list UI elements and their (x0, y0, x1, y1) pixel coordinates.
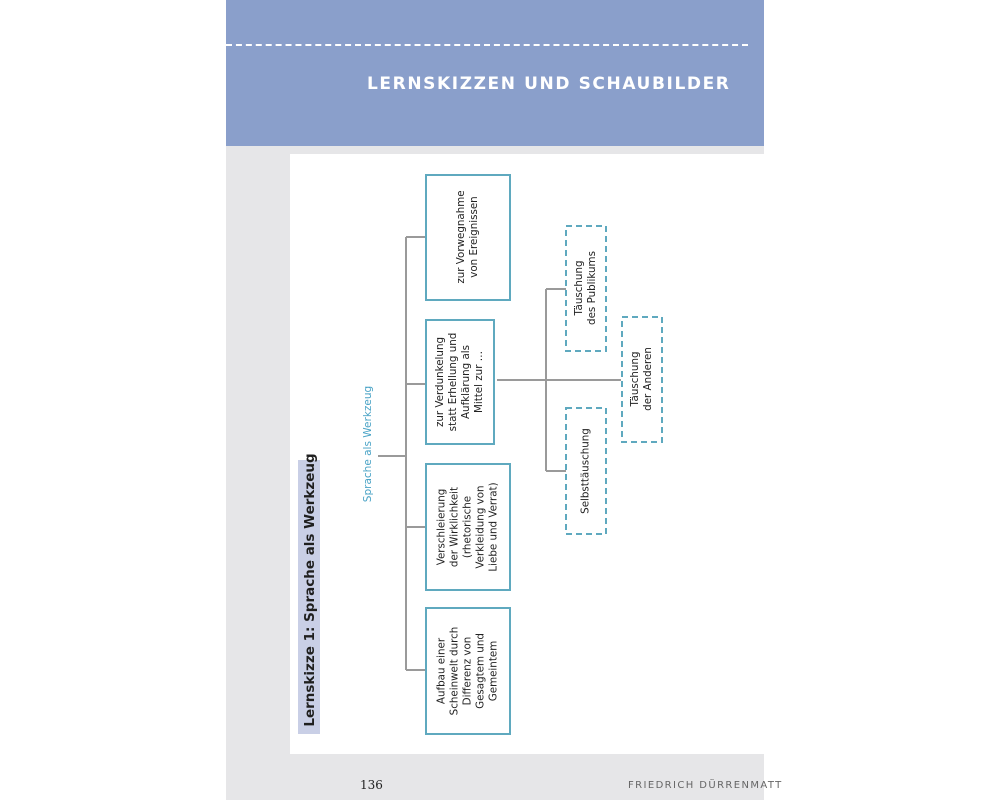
sub-text-selbst: Selbsttäuschung (579, 428, 592, 514)
diagram-card (290, 154, 764, 754)
sketch-title: Lernskizze 1: Sprache als Werkzeug (302, 453, 318, 727)
sub-text-anderen: Täuschung der Anderen (629, 347, 654, 411)
sketch-title-bar (298, 460, 320, 734)
sub-box-anderen (621, 316, 663, 443)
sub-text-publikum: Täuschung des Publikums (573, 251, 598, 325)
branch-text-4: Aufbau einer Scheinwelt durch Differenz … (435, 626, 500, 716)
branch-box-4 (425, 607, 511, 735)
root-label: Sprache als Werkzeug (362, 385, 374, 503)
section-header (226, 0, 764, 146)
branch-text-3: Verschleierung der Wirklichkeit (rhetori… (435, 482, 500, 572)
running-footer-author: FRIEDRICH DÜRRENMATT (628, 780, 783, 791)
branch-text-2: zur Verdunkelung statt Erhellung und Auf… (434, 332, 485, 432)
sub-box-selbst (565, 407, 607, 535)
branch-box-1 (425, 174, 511, 301)
branch-box-3 (425, 463, 511, 591)
section-title: LERNSKIZZEN UND SCHAUBILDER (367, 74, 731, 94)
sub-box-publikum (565, 225, 607, 352)
branch-text-1: zur Vorwegnahme von Ereignissen (455, 190, 480, 284)
branch-box-2 (425, 319, 495, 445)
header-dashed-rule (226, 44, 748, 46)
page-number: 136 (360, 778, 383, 792)
